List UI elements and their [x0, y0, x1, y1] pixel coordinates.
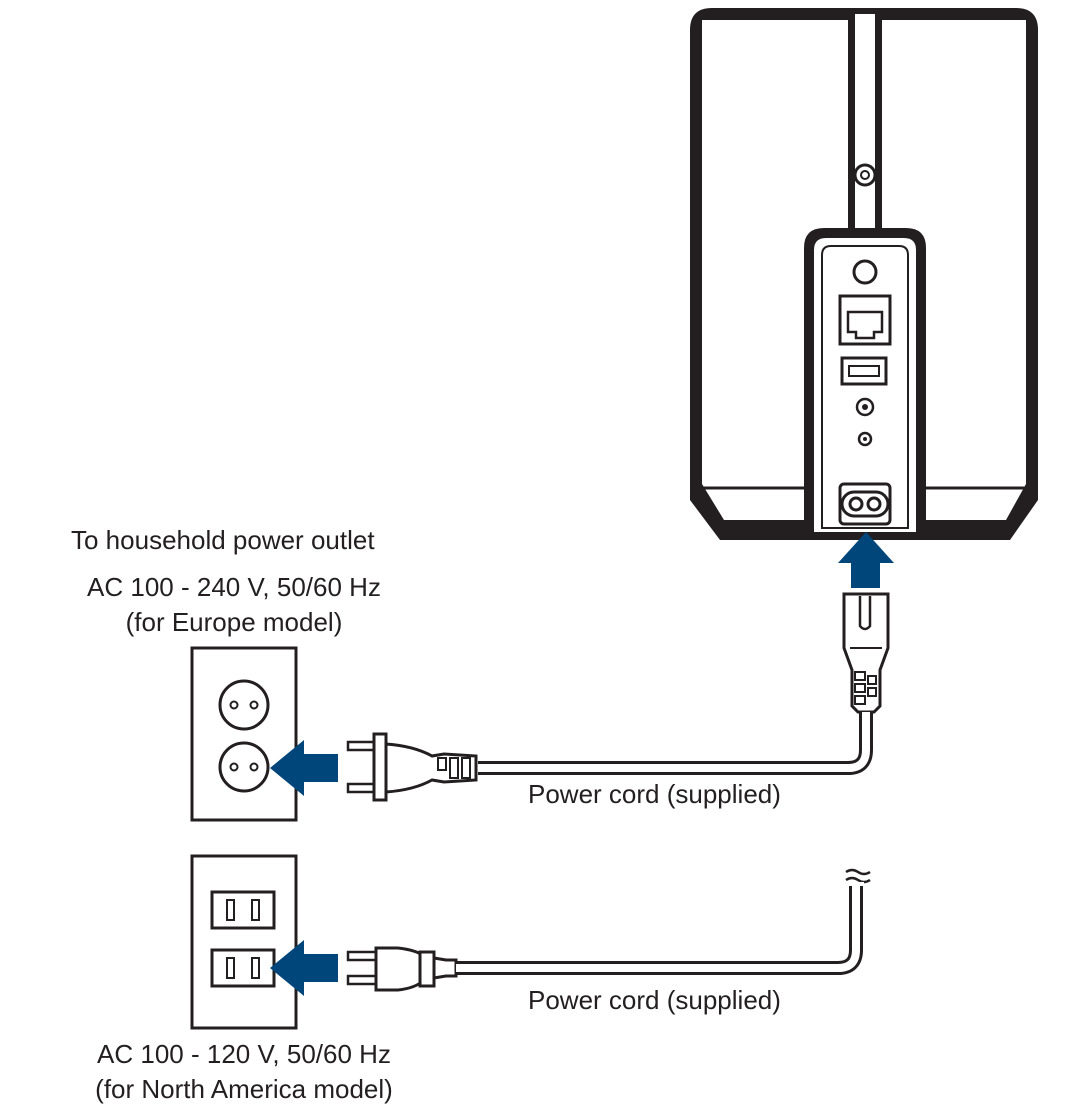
insert-arrow-icon [270, 940, 338, 996]
europe-model-label: (for Europe model) [125, 607, 343, 637]
power-cord-label-north-america: Power cord (supplied) [528, 985, 781, 1015]
na-model-label: (for North America model) [95, 1074, 393, 1104]
insert-arrow-icon [838, 532, 894, 588]
north-america-plug-icon [346, 946, 458, 992]
outlet-heading: To household power outlet [71, 525, 375, 555]
europe-outlet-icon [190, 646, 298, 822]
figure-8-ac-inlet-icon [838, 482, 892, 526]
north-america-outlet-icon [190, 854, 298, 1030]
power-cord-label-europe: Power cord (supplied) [528, 779, 781, 809]
europe-voltage-label: AC 100 - 240 V, 50/60 Hz [87, 572, 381, 602]
power-cord-north-america [456, 884, 863, 975]
na-voltage-label: AC 100 - 120 V, 50/60 Hz [97, 1039, 391, 1069]
connector-jack-icon [852, 259, 878, 285]
figure-8-plug-icon [842, 592, 890, 714]
europe-plug-icon [346, 732, 478, 802]
insert-arrow-icon [270, 740, 338, 796]
power-cord-europe [478, 712, 873, 775]
cord-break-icon [845, 868, 871, 884]
rear-ports [838, 259, 892, 526]
ethernet-port-icon [838, 294, 892, 346]
usb-port-icon [840, 356, 888, 386]
